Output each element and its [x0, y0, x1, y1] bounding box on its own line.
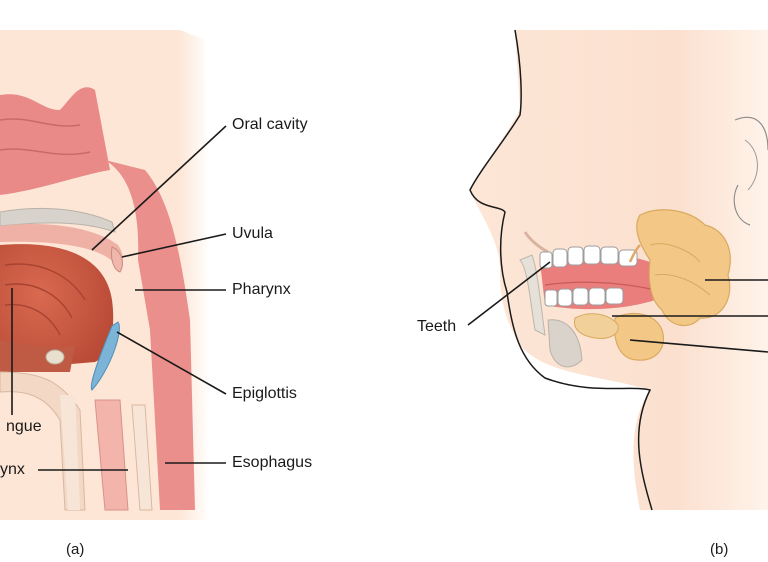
panel-a-leader-lines [11, 125, 227, 471]
panel-b-leader-lines [467, 261, 768, 353]
caption-panel-b: (b) [710, 541, 729, 558]
label-uvula: Uvula [232, 225, 273, 242]
label-epiglottis: Epiglottis [232, 385, 297, 402]
label-teeth: Teeth [417, 318, 457, 335]
lower-teeth [544, 287, 624, 307]
panel-b-face-profile [469, 29, 768, 511]
label-oral-cavity: Oral cavity [232, 116, 308, 133]
label-larynx-partial: ynx [0, 461, 25, 478]
label-pharynx: Pharynx [232, 281, 291, 298]
label-tongue-partial: ngue [6, 418, 42, 435]
label-esophagus: Esophagus [232, 454, 313, 471]
panel-a-sagittal-section [0, 30, 210, 520]
caption-panel-a: (a) [66, 541, 85, 558]
